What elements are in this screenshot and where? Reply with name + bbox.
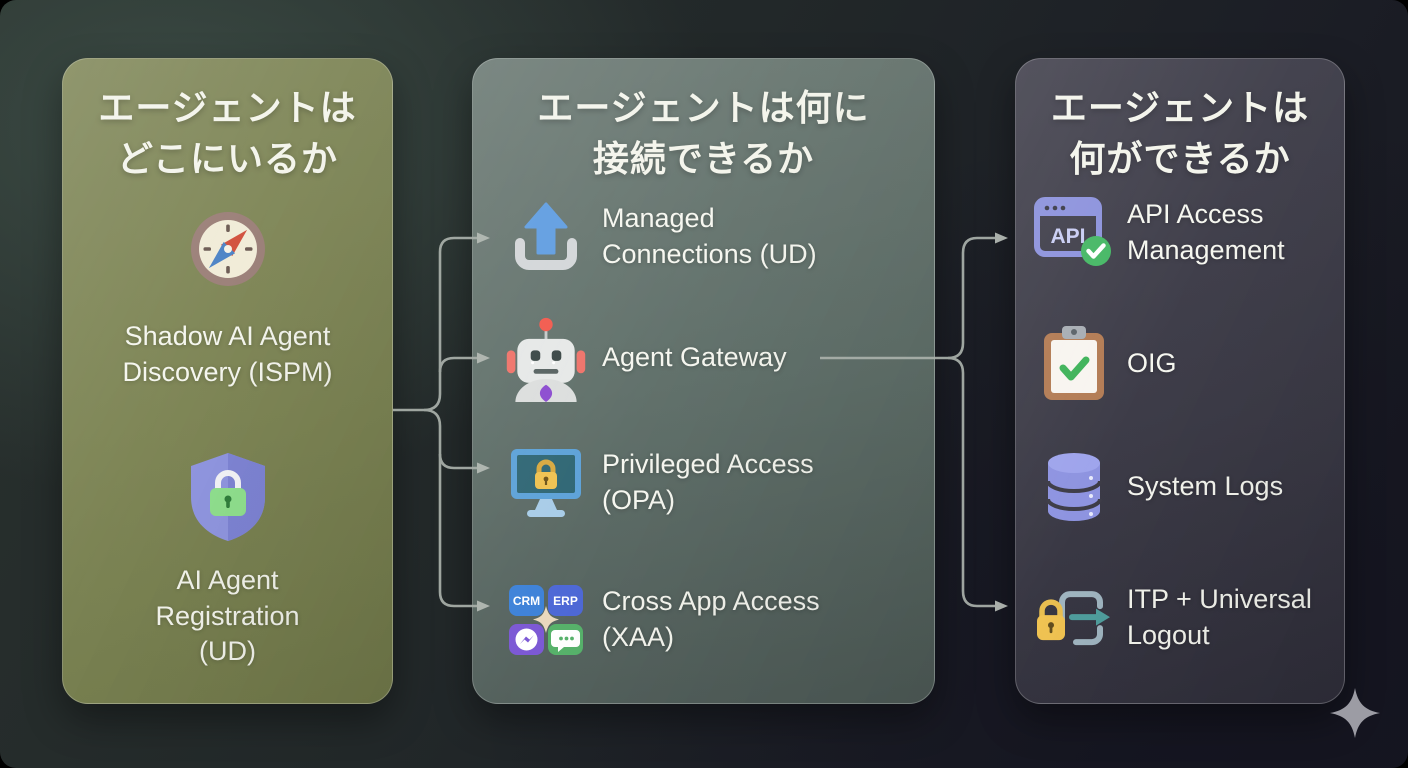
list-item: Privileged Access (OPA): [502, 446, 842, 520]
item-label: ITP + Universal Logout: [1127, 584, 1312, 650]
list-item: ITP + Universal Logout: [1033, 582, 1342, 654]
api-window-icon: API: [1033, 197, 1115, 269]
panel-what-can-the-agent-do: エージェントは 何ができるか API API Access Management: [1015, 58, 1345, 704]
panel-title: エージェントは 何ができるか: [1015, 58, 1345, 184]
crm-tile-label: CRM: [513, 594, 540, 608]
panel-title-line: エージェントは: [1050, 87, 1310, 128]
panel-what-can-the-agent-connect-to: エージェントは何に 接続できるか Managed Connections (UD…: [472, 58, 935, 704]
list-item: AI Agent Registration (UD): [62, 450, 393, 670]
panel-title-line: エージェントは: [98, 87, 357, 128]
item-label: OIG: [1127, 348, 1177, 379]
panel-title-line: どこにいるか: [117, 138, 338, 180]
apps-grid-icon: CRM ERP: [502, 581, 590, 659]
database-icon: [1033, 451, 1115, 523]
item-label: Managed Connections (UD): [602, 203, 817, 269]
list-item: Managed Connections (UD): [502, 201, 837, 273]
item-label: Agent Gateway: [602, 342, 787, 373]
item-label: Privileged Access (OPA): [602, 449, 814, 515]
clipboard-check-icon: [1033, 325, 1115, 403]
shield-lock-icon: [185, 450, 271, 549]
item-label: API Access Management: [1127, 199, 1285, 265]
list-item: Agent Gateway: [502, 312, 787, 404]
sparkle-icon: [1329, 687, 1381, 744]
item-label: AI Agent Registration (UD): [155, 565, 300, 667]
item-label: Cross App Access (XAA): [602, 586, 820, 652]
robot-icon: [502, 312, 590, 404]
upload-icon: [502, 201, 590, 273]
api-window-label: API: [1050, 225, 1085, 248]
panel-where-is-the-agent: エージェントは どこにいるか Shadow: [62, 58, 393, 704]
erp-tile-label: ERP: [553, 594, 578, 608]
list-item: CRM ERP Cross App Access (XAA): [502, 581, 842, 659]
list-item: System Logs: [1033, 451, 1283, 523]
connector-gateway-to-itp: [947, 356, 1008, 612]
monitor-lock-icon: [502, 446, 590, 520]
compass-icon: [189, 210, 267, 293]
panel-title-line: 何ができるか: [1069, 138, 1291, 180]
list-item: Shadow AI Agent Discovery (ISPM): [62, 210, 393, 390]
list-item: OIG: [1033, 325, 1177, 403]
panel-title-line: エージェントは何に: [537, 87, 870, 128]
list-item: API API Access Management: [1033, 197, 1322, 269]
item-label: System Logs: [1127, 471, 1284, 502]
panel-title: エージェントは どこにいるか: [62, 58, 393, 184]
panel-title-line: 接続できるか: [592, 138, 815, 180]
panel-title: エージェントは何に 接続できるか: [472, 58, 935, 184]
item-label: Shadow AI Agent Discovery (ISPM): [122, 321, 333, 387]
lock-logout-icon: [1033, 584, 1115, 652]
